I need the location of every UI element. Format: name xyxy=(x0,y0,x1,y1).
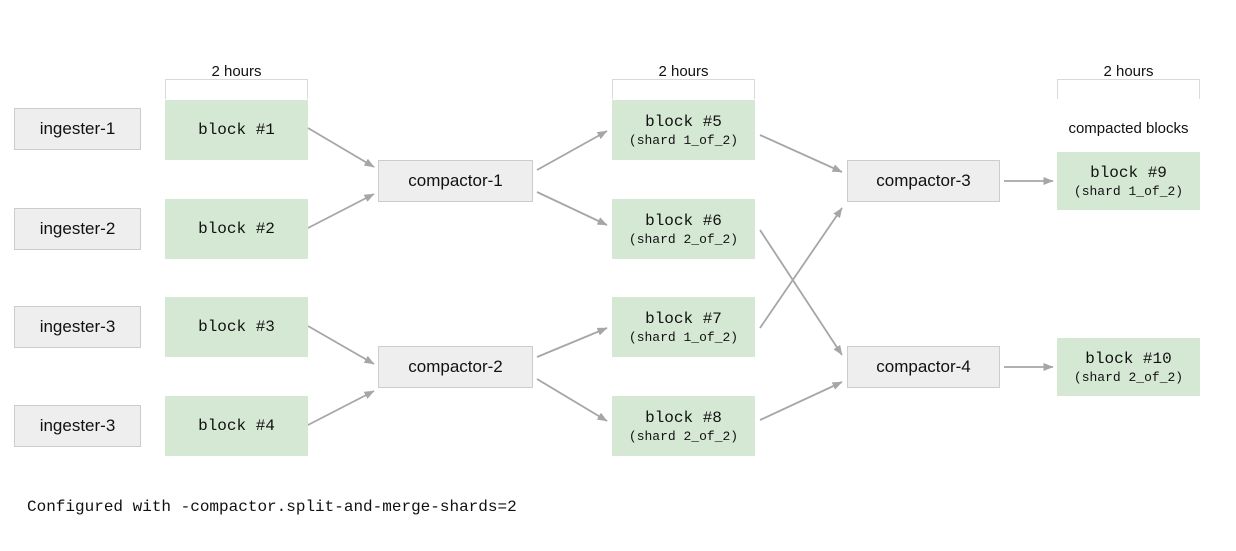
ingester-box-2[interactable]: ingester-2 xyxy=(14,208,141,250)
column-header-compacted: 2 hours compacted blocks xyxy=(1037,24,1220,176)
arrow-block8-to-compactor4 xyxy=(759,381,843,421)
ingester-label-2: ingester-2 xyxy=(39,219,116,238)
ingester-box-1[interactable]: ingester-1 xyxy=(14,108,141,150)
compactor-box-2[interactable]: compactor-2 xyxy=(378,346,533,388)
column-header-compacted-line1: 2 hours xyxy=(1103,63,1154,80)
arrow-block7-to-compactor3 xyxy=(759,207,843,329)
split-block-7-shard: (shard 1_of_2) xyxy=(628,329,739,345)
compactor-box-3[interactable]: compactor-3 xyxy=(847,160,1000,202)
split-block-8-label: block #8 xyxy=(645,408,722,427)
split-block-5-label: block #5 xyxy=(645,112,722,131)
compacted-block-10-shard: (shard 2_of_2) xyxy=(1073,369,1184,385)
arrow-compactor2-to-block7 xyxy=(536,327,608,358)
bracket-split-blocks xyxy=(612,79,755,99)
split-block-8-shard: (shard 2_of_2) xyxy=(628,428,739,444)
compactor-label-4: compactor-4 xyxy=(876,357,971,376)
column-header-source-line1: 2 hours xyxy=(211,63,262,80)
source-block-2[interactable]: block #2 xyxy=(165,199,308,259)
split-block-8[interactable]: block #8 (shard 2_of_2) xyxy=(612,396,755,456)
split-block-7[interactable]: block #7 (shard 1_of_2) xyxy=(612,297,755,357)
compactor-box-1[interactable]: compactor-1 xyxy=(378,160,533,202)
arrow-compactor2-to-block8 xyxy=(536,378,608,422)
configuration-caption: Configured with -compactor.split-and-mer… xyxy=(27,498,517,516)
ingester-label-1: ingester-1 xyxy=(39,119,116,138)
split-block-6[interactable]: block #6 (shard 2_of_2) xyxy=(612,199,755,259)
split-block-7-label: block #7 xyxy=(645,309,722,328)
split-block-6-label: block #6 xyxy=(645,211,722,230)
split-block-5[interactable]: block #5 (shard 1_of_2) xyxy=(612,100,755,160)
compactor-label-3: compactor-3 xyxy=(876,171,971,190)
arrow-block2-to-compactor1 xyxy=(307,193,375,229)
arrow-block5-to-compactor3 xyxy=(759,134,843,173)
compactor-label-1: compactor-1 xyxy=(408,171,503,190)
ingester-label-4: ingester-3 xyxy=(39,416,116,435)
compactor-label-2: compactor-2 xyxy=(408,357,503,376)
arrow-block3-to-compactor2 xyxy=(307,325,375,365)
source-block-3-label: block #3 xyxy=(198,318,275,336)
source-block-3[interactable]: block #3 xyxy=(165,297,308,357)
compacted-block-9[interactable]: block #9 (shard 1_of_2) xyxy=(1057,152,1200,210)
bracket-compacted-blocks xyxy=(1057,79,1200,99)
compacted-block-10[interactable]: block #10 (shard 2_of_2) xyxy=(1057,338,1200,396)
column-header-compacted-line2: compacted blocks xyxy=(1068,120,1189,137)
arrow-block1-to-compactor1 xyxy=(307,127,375,168)
arrow-block6-to-compactor4 xyxy=(759,229,843,356)
source-block-1[interactable]: block #1 xyxy=(165,100,308,160)
source-block-4[interactable]: block #4 xyxy=(165,396,308,456)
source-block-1-label: block #1 xyxy=(198,121,275,139)
ingester-box-4[interactable]: ingester-3 xyxy=(14,405,141,447)
compacted-block-9-shard: (shard 1_of_2) xyxy=(1073,183,1184,199)
source-block-4-label: block #4 xyxy=(198,417,275,435)
column-header-split-line1: 2 hours xyxy=(658,63,709,80)
compacted-block-10-label: block #10 xyxy=(1085,349,1172,368)
arrow-block4-to-compactor2 xyxy=(307,390,375,426)
source-block-2-label: block #2 xyxy=(198,220,275,238)
compacted-block-9-label: block #9 xyxy=(1090,163,1167,182)
split-block-5-shard: (shard 1_of_2) xyxy=(628,132,739,148)
split-block-6-shard: (shard 2_of_2) xyxy=(628,231,739,247)
ingester-box-3[interactable]: ingester-3 xyxy=(14,306,141,348)
ingester-label-3: ingester-3 xyxy=(39,317,116,336)
compactor-box-4[interactable]: compactor-4 xyxy=(847,346,1000,388)
arrow-compactor1-to-block6 xyxy=(536,191,608,226)
bracket-source-blocks xyxy=(165,79,308,99)
arrow-compactor1-to-block5 xyxy=(536,130,608,171)
